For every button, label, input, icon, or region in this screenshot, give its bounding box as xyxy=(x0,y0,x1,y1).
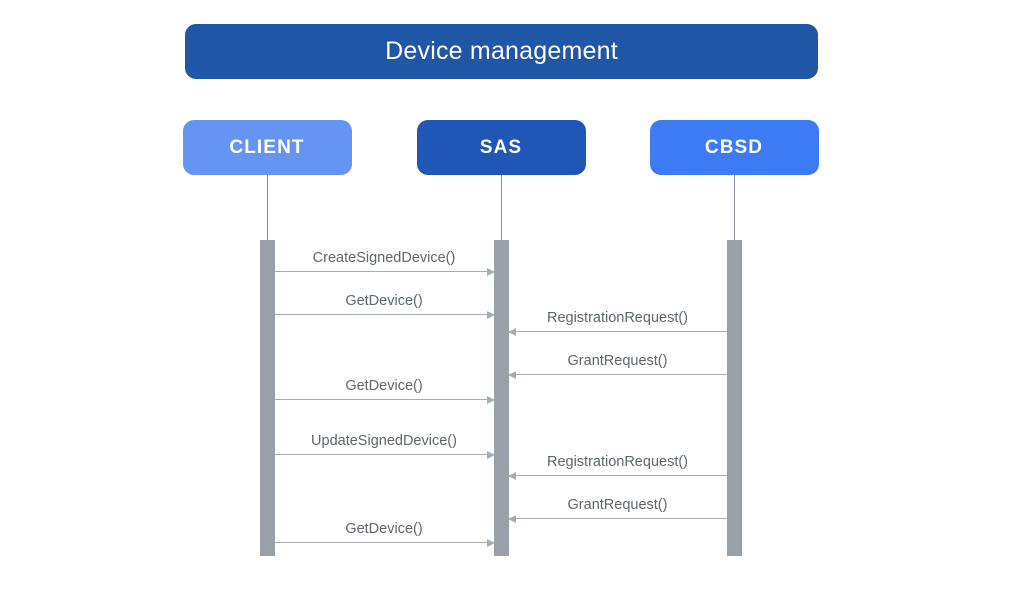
participant-label-sas: SAS xyxy=(479,136,523,158)
activation-bar-client xyxy=(259,240,275,556)
message-line xyxy=(274,454,494,455)
arrow-left-icon xyxy=(507,370,516,379)
message-8[interactable]: GrantRequest() xyxy=(507,489,727,523)
message-2[interactable]: GetDevice() xyxy=(274,285,495,319)
message-line xyxy=(274,314,494,315)
message-line xyxy=(274,271,494,272)
arrow-right-icon xyxy=(486,395,495,404)
message-6[interactable]: UpdateSignedDevice() xyxy=(274,425,495,459)
arrow-left-icon xyxy=(507,514,516,523)
message-label: CreateSignedDevice() xyxy=(312,250,456,266)
activation-bar-cbsd xyxy=(726,240,742,556)
message-line xyxy=(508,331,727,332)
message-7[interactable]: RegistrationRequest() xyxy=(507,446,727,480)
participant-label-cbsd: CBSD xyxy=(704,136,764,158)
message-line xyxy=(508,374,727,375)
message-label: GrantRequest() xyxy=(567,353,668,369)
message-9[interactable]: GetDevice() xyxy=(274,513,495,547)
message-label: GetDevice() xyxy=(345,378,423,394)
message-line xyxy=(274,399,494,400)
message-label: UpdateSignedDevice() xyxy=(311,433,457,449)
participant-label-client: CLIENT xyxy=(229,136,305,158)
message-1[interactable]: CreateSignedDevice() xyxy=(274,242,495,276)
arrow-right-icon xyxy=(486,450,495,459)
message-label: GetDevice() xyxy=(345,521,423,537)
message-label: GetDevice() xyxy=(345,293,423,309)
message-line xyxy=(508,475,727,476)
participant-box-sas[interactable]: SAS xyxy=(416,120,586,175)
diagram-title-bar: Device management xyxy=(185,24,818,79)
message-line xyxy=(508,518,727,519)
message-label: GrantRequest() xyxy=(567,497,668,513)
message-label: RegistrationRequest() xyxy=(546,454,689,470)
message-3[interactable]: RegistrationRequest() xyxy=(507,302,727,336)
message-label: RegistrationRequest() xyxy=(546,310,689,326)
message-4[interactable]: GrantRequest() xyxy=(507,345,727,379)
participant-box-client[interactable]: CLIENT xyxy=(182,120,352,175)
arrow-left-icon xyxy=(507,327,516,336)
message-line xyxy=(274,542,494,543)
arrow-right-icon xyxy=(486,310,495,319)
arrow-left-icon xyxy=(507,471,516,480)
participant-box-cbsd[interactable]: CBSD xyxy=(649,120,819,175)
arrow-right-icon xyxy=(486,538,495,547)
message-5[interactable]: GetDevice() xyxy=(274,370,495,404)
arrow-right-icon xyxy=(486,267,495,276)
activation-bar-sas xyxy=(493,240,509,556)
page-title: Device management xyxy=(385,37,618,65)
